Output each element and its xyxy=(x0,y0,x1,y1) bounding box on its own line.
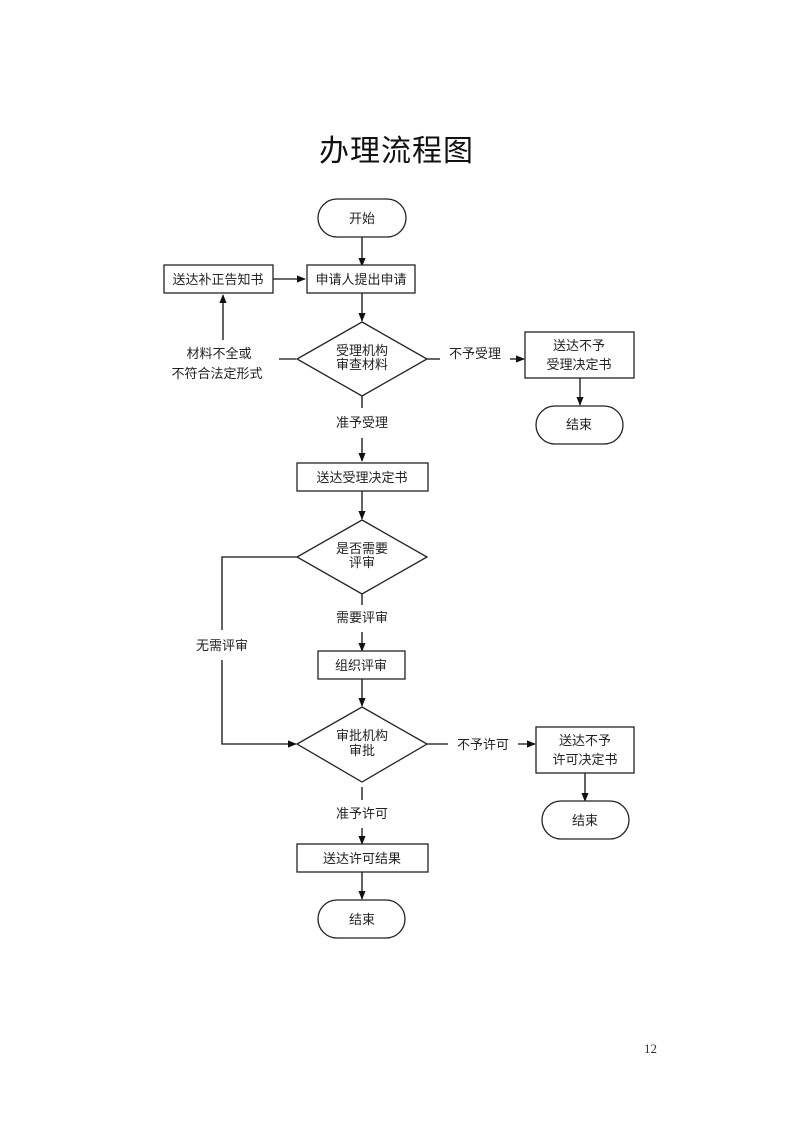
edge-label-review-needed: 需要评审 xyxy=(336,611,388,626)
edge-label-permitted: 准予许可 xyxy=(336,807,388,822)
node-accept-doc: 送达受理决定书 xyxy=(296,462,429,492)
node-approval-line1: 审批机构 xyxy=(336,729,388,744)
node-review-materials: 受理机构 审查材料 xyxy=(295,321,429,397)
node-approval-line2: 审批 xyxy=(349,744,375,759)
node-reject-accept-doc: 送达不予 受理决定书 xyxy=(524,331,635,379)
edge-label-incomplete-line2: 不符合法定形式 xyxy=(171,366,262,382)
node-correction-notice-label: 送达补正告知书 xyxy=(172,272,263,288)
node-reject-accept-doc-line2: 受理决定书 xyxy=(546,358,611,373)
edge-noreview-approval xyxy=(221,660,297,748)
node-review-materials-line2: 审查材料 xyxy=(336,358,388,373)
node-end-1: 结束 xyxy=(535,405,624,445)
node-organize-review-label: 组织评审 xyxy=(335,659,387,674)
edge-label-not-accepted: 不予受理 xyxy=(449,347,501,362)
edge-label-not-permitted: 不予许可 xyxy=(457,738,509,753)
node-reject-permit-doc-line2: 许可决定书 xyxy=(552,753,617,768)
page-number: 12 xyxy=(644,1041,657,1056)
node-apply-label: 申请人提出申请 xyxy=(315,272,406,288)
node-end-2: 结束 xyxy=(541,800,630,840)
node-reject-permit-doc-line1: 送达不予 xyxy=(559,734,611,749)
node-accept-doc-label: 送达受理决定书 xyxy=(316,471,407,486)
edge-needreview-left-top xyxy=(221,556,297,630)
edge-label-no-review: 无需评审 xyxy=(196,639,248,654)
node-end-2-label: 结束 xyxy=(572,814,598,829)
node-organize-review: 组织评审 xyxy=(317,650,406,680)
node-permit-result-label: 送达许可结果 xyxy=(323,852,401,867)
node-reject-accept-doc-line1: 送达不予 xyxy=(553,339,605,354)
node-correction-notice: 送达补正告知书 xyxy=(163,264,274,294)
node-apply: 申请人提出申请 xyxy=(306,264,416,294)
node-start: 开始 xyxy=(317,198,407,238)
node-approval: 审批机构 审批 xyxy=(295,706,429,783)
node-need-review-line1: 是否需要 xyxy=(336,542,388,557)
connectors xyxy=(219,237,589,900)
node-start-label: 开始 xyxy=(349,212,375,227)
node-need-review: 是否需要 评审 xyxy=(295,519,429,595)
node-end-3: 结束 xyxy=(317,899,406,939)
node-end-1-label: 结束 xyxy=(566,418,592,433)
edge-label-accepted: 准予受理 xyxy=(336,416,388,431)
node-end-3-label: 结束 xyxy=(349,913,375,928)
node-permit-result: 送达许可结果 xyxy=(296,843,429,873)
page-title: 办理流程图 xyxy=(319,134,474,169)
edge-label-incomplete-line1: 材料不全或 xyxy=(186,346,251,362)
node-need-review-line2: 评审 xyxy=(349,556,375,571)
node-reject-permit-doc: 送达不予 许可决定书 xyxy=(535,726,635,774)
node-review-materials-line1: 受理机构 xyxy=(336,344,388,359)
